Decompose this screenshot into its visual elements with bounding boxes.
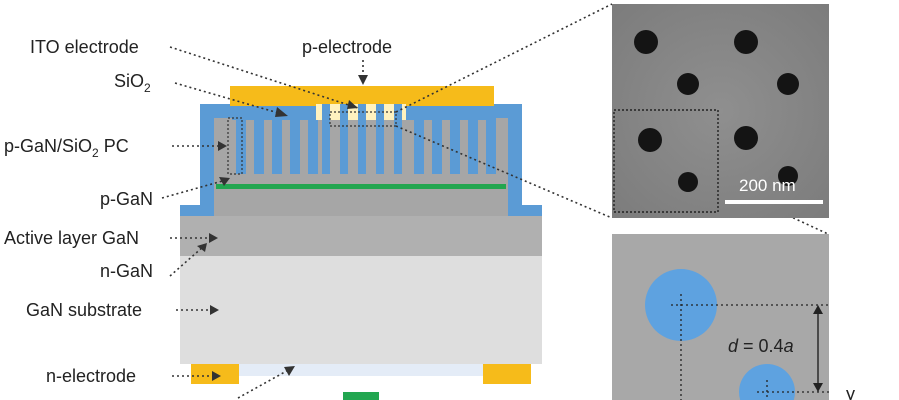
sem-hole xyxy=(678,172,698,192)
bottom-contact-layer xyxy=(238,364,484,376)
label-n-electrode: n-electrode xyxy=(46,366,136,386)
label-sio2: SiO2 xyxy=(114,71,151,95)
n-gan-layer xyxy=(180,216,542,256)
sio2-top-right xyxy=(406,104,490,120)
pc-pillar xyxy=(414,118,424,174)
label-ito-electrode: ITO electrode xyxy=(30,37,139,57)
pc-pillar-under-ito xyxy=(358,104,366,174)
scale-bar xyxy=(725,200,823,204)
pc-pillar-under-ito xyxy=(340,104,348,174)
gan-substrate-layer xyxy=(180,256,542,364)
pc-pillar xyxy=(468,118,478,174)
sio2-passivation-left xyxy=(180,104,232,216)
lattice-schematic-panel: d = 0.4a y xyxy=(612,234,855,400)
dimension-label: d = 0.4a xyxy=(728,336,794,356)
sem-hole xyxy=(734,126,758,150)
sem-hole xyxy=(677,73,699,95)
p-electrode-bar xyxy=(230,86,494,106)
sem-hole xyxy=(634,30,658,54)
label-active-layer: Active layer GaN xyxy=(4,228,139,248)
labels: ITO electrode p-electrode SiO2 p-GaN/SiO… xyxy=(4,37,392,386)
schematic-background xyxy=(612,234,829,400)
zoom-line-bottom xyxy=(395,125,613,219)
leader-sio2 xyxy=(174,82,283,115)
pc-pillar-under-ito xyxy=(394,104,402,174)
ito-window-pillars xyxy=(322,104,402,174)
corner-label: y xyxy=(846,384,855,400)
pc-pillar xyxy=(254,118,264,174)
pc-pillar xyxy=(272,118,282,174)
pc-pillar-under-ito xyxy=(322,104,330,174)
pc-pillar xyxy=(432,118,442,174)
sem-hole xyxy=(638,128,662,152)
label-n-gan: n-GaN xyxy=(100,261,153,281)
sem-hole xyxy=(777,73,799,95)
pc-pillar xyxy=(450,118,460,174)
label-pgan-sio2-pc: p-GaN/SiO2 PC xyxy=(4,136,129,160)
pc-pillar xyxy=(290,118,300,174)
sem-hole xyxy=(734,30,758,54)
pc-dotted-bracket xyxy=(227,117,243,175)
leader-bottom xyxy=(237,367,293,399)
sio2-top-left xyxy=(232,104,316,120)
leader-p-gan xyxy=(161,179,227,199)
schematic-hole-2 xyxy=(739,364,795,400)
device-cross-section xyxy=(180,86,542,400)
leader-arrowheads xyxy=(197,75,368,381)
label-p-electrode: p-electrode xyxy=(302,37,392,57)
sem-zoom-region xyxy=(613,109,719,213)
pc-pillar-under-ito xyxy=(376,104,384,174)
n-electrode-pad-right xyxy=(483,364,531,384)
photonic-crystal-pillars xyxy=(236,118,496,174)
sem-hole xyxy=(778,166,798,186)
active-layer-line xyxy=(216,184,506,189)
zoom-line-top xyxy=(395,3,613,113)
pc-pillar xyxy=(486,118,496,174)
label-p-gan: p-GaN xyxy=(100,189,153,209)
bottom-green-marker xyxy=(343,392,379,400)
sio2-passivation-right xyxy=(490,104,542,216)
pc-pillar xyxy=(236,118,246,174)
label-gan-substrate: GaN substrate xyxy=(26,300,142,320)
sem-image-panel: 200 nm xyxy=(612,4,829,218)
sem-holes xyxy=(634,30,799,192)
pc-pillar xyxy=(308,118,318,174)
scale-bar-label: 200 nm xyxy=(739,176,796,195)
pc-zoom-box xyxy=(329,111,397,127)
